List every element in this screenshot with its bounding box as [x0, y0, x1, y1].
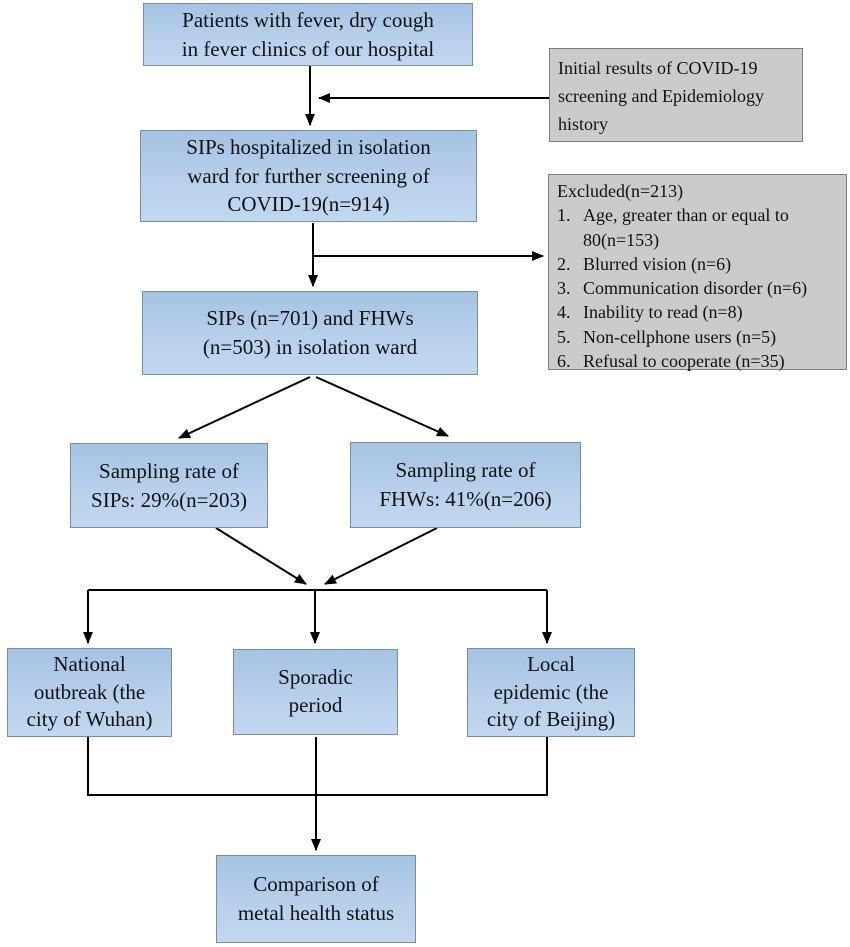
excluded-item-number: 3. [557, 278, 571, 299]
box-excluded: Excluded(n=213) 1. Age, greater than or … [548, 174, 847, 373]
excluded-item-number: 6. [557, 351, 571, 372]
excluded-item-number: 2. [557, 253, 571, 274]
excluded-item: 5. Non-cellphone users (n=5) [557, 325, 838, 349]
excluded-item-number: 5. [557, 326, 571, 347]
excluded-item-text: Communication disorder (n=6) [583, 278, 808, 299]
excluded-item: 1. Age, greater than or equal to 80(n=15… [557, 203, 838, 252]
box-sips-hospitalized: SIPs hospitalized in isolation ward for … [140, 130, 477, 222]
excluded-item: 4. Inability to read (n=8) [557, 300, 838, 324]
excluded-item-text: Inability to read (n=8) [583, 302, 743, 323]
excluded-header: Excluded(n=213) [557, 181, 684, 201]
excluded-item: 6. Refusal to cooperate (n=35) [557, 349, 838, 373]
excluded-item-text: Blurred vision (n=6) [583, 253, 732, 274]
box-patients-fever: Patients with fever, dry cough in fever … [143, 3, 473, 66]
excluded-item: 2. Blurred vision (n=6) [557, 252, 838, 276]
excluded-item-number: 4. [557, 302, 571, 323]
box-national-outbreak: National outbreak (the city of Wuhan) [7, 648, 172, 737]
box-local-epidemic: Local epidemic (the city of Beijing) [467, 648, 635, 737]
box-sporadic-period: Sporadic period [233, 649, 398, 735]
excluded-item-text: Age, greater than or equal to 80(n=153) [583, 205, 789, 250]
box-sampling-fhws: Sampling rate of FHWs: 41%(n=206) [350, 442, 581, 528]
box-comparison: Comparison of metal health status [216, 855, 416, 943]
excluded-item-text: Refusal to cooperate (n=35) [583, 351, 785, 372]
excluded-item: 3. Communication disorder (n=6) [557, 276, 838, 300]
excluded-item-text: Non-cellphone users (n=5) [583, 326, 777, 347]
box-isolation-ward: SIPs (n=701) and FHWs (n=503) in isolati… [142, 291, 478, 375]
box-sampling-sips: Sampling rate of SIPs: 29%(n=203) [70, 443, 268, 528]
box-initial-results: Initial results of COVID-19 screening an… [549, 48, 803, 142]
excluded-item-number: 1. [557, 205, 571, 226]
